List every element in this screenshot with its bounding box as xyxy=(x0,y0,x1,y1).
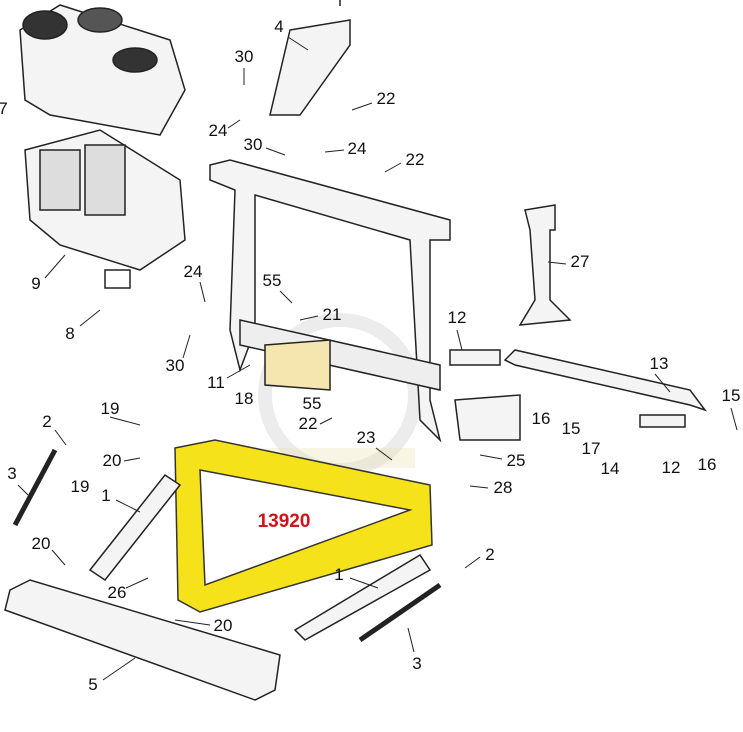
crossbar xyxy=(239,319,441,391)
callout: 1 xyxy=(334,565,344,584)
cylinder-left xyxy=(88,473,182,582)
callout: 25 xyxy=(506,451,526,470)
callout: 15 xyxy=(561,419,581,438)
callout: 21 xyxy=(322,305,342,324)
part-number-label: 13920 xyxy=(257,511,311,532)
callout: 28 xyxy=(493,478,513,497)
rod-right xyxy=(358,582,442,643)
callout: 27 xyxy=(570,252,590,271)
callout: 24 xyxy=(208,121,228,140)
lift-beam xyxy=(4,579,281,701)
a-frame-mount xyxy=(209,159,451,443)
callout: 30 xyxy=(243,135,263,154)
hitch-bracket xyxy=(454,394,521,441)
callout: 19 xyxy=(70,477,90,496)
callout: 24 xyxy=(347,139,367,158)
callout: 20 xyxy=(213,616,233,635)
callout: 1 xyxy=(101,486,111,505)
pin-12 xyxy=(449,349,501,366)
callout: 9 xyxy=(31,274,41,293)
callout: 3 xyxy=(7,464,17,483)
callout: 19 xyxy=(100,399,120,418)
callout: 30 xyxy=(234,47,254,66)
callout: 12 xyxy=(447,308,467,327)
cylinder-right xyxy=(293,553,432,641)
callout: 23 xyxy=(356,428,376,447)
callout: 5 xyxy=(88,675,98,694)
callout: 20 xyxy=(102,451,122,470)
pin-12b xyxy=(639,414,686,428)
callout: 2 xyxy=(42,412,52,431)
leader-lines xyxy=(17,36,738,681)
callout: 7 xyxy=(0,99,8,118)
callout: 8 xyxy=(65,324,75,343)
callout: 16 xyxy=(531,409,551,428)
callout: 18 xyxy=(234,389,254,408)
rod-left xyxy=(12,448,58,527)
callout: 4 xyxy=(274,17,284,36)
callout: 11 xyxy=(207,373,225,392)
callout: 26 xyxy=(107,583,127,602)
callout: 22 xyxy=(298,414,318,433)
lift-arm xyxy=(269,19,351,116)
callout: 13 xyxy=(649,354,669,373)
callout: 16 xyxy=(697,455,717,474)
callout: 55 xyxy=(302,394,322,413)
callout: 22 xyxy=(405,150,425,169)
callout: 22 xyxy=(376,89,396,108)
callout: 15 xyxy=(721,386,741,405)
callout: 14 xyxy=(600,459,620,478)
center-bracket xyxy=(264,339,331,391)
lever-bar xyxy=(503,349,708,412)
pump-motor xyxy=(24,129,186,271)
jack xyxy=(518,204,572,326)
handheld-control xyxy=(104,269,131,289)
callout: 20 xyxy=(31,534,51,553)
callout: 12 xyxy=(661,458,681,477)
callout: 24 xyxy=(183,262,203,281)
hydraulic-reservoir xyxy=(19,4,186,136)
callout: 17 xyxy=(581,439,601,458)
callout: 3 xyxy=(412,654,422,673)
a-frame-opening xyxy=(199,469,413,587)
callout: 30 xyxy=(165,356,185,375)
callout: 2 xyxy=(485,545,495,564)
callout: 55 xyxy=(262,271,282,290)
